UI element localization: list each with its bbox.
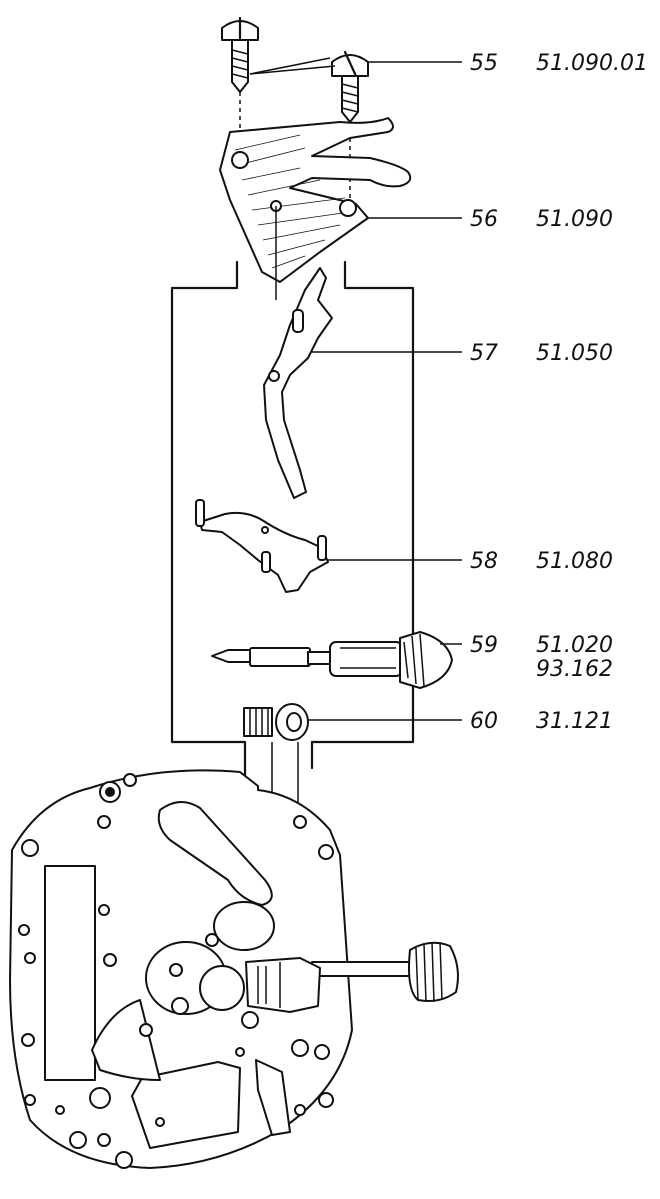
callout-number: 58 (470, 549, 498, 574)
yoke-icon (195, 499, 462, 593)
screw-icon (221, 16, 462, 210)
callout-55: 55 51.090.01 (470, 51, 648, 76)
callout-number: 55 (470, 51, 498, 76)
callout-57: 57 51.050 (470, 341, 613, 366)
callout-number: 56 (470, 207, 498, 232)
callout-number: 60 (470, 709, 498, 734)
stem-icon (211, 631, 462, 689)
callout-code: 93.162 (536, 657, 613, 682)
callout-58: 58 51.080 (470, 549, 613, 574)
callout-56: 56 51.090 (470, 207, 613, 232)
callout-code: 51.020 (536, 633, 613, 658)
callout-number: 57 (470, 341, 498, 366)
guide-frame (170, 260, 415, 780)
callout-number: 59 (470, 633, 498, 658)
movement-icon (9, 769, 459, 1169)
callout-code: 51.080 (536, 549, 613, 574)
callout-59: 59 51.020 93.162 (470, 633, 613, 682)
callout-code: 51.090.01 (536, 51, 648, 76)
callout-60: 60 31.121 (470, 709, 613, 734)
lever-icon (263, 267, 462, 499)
plate-icon (219, 117, 462, 300)
callout-code: 31.121 (536, 709, 613, 734)
callout-code: 51.050 (536, 341, 613, 366)
callout-code: 51.090 (536, 207, 613, 232)
